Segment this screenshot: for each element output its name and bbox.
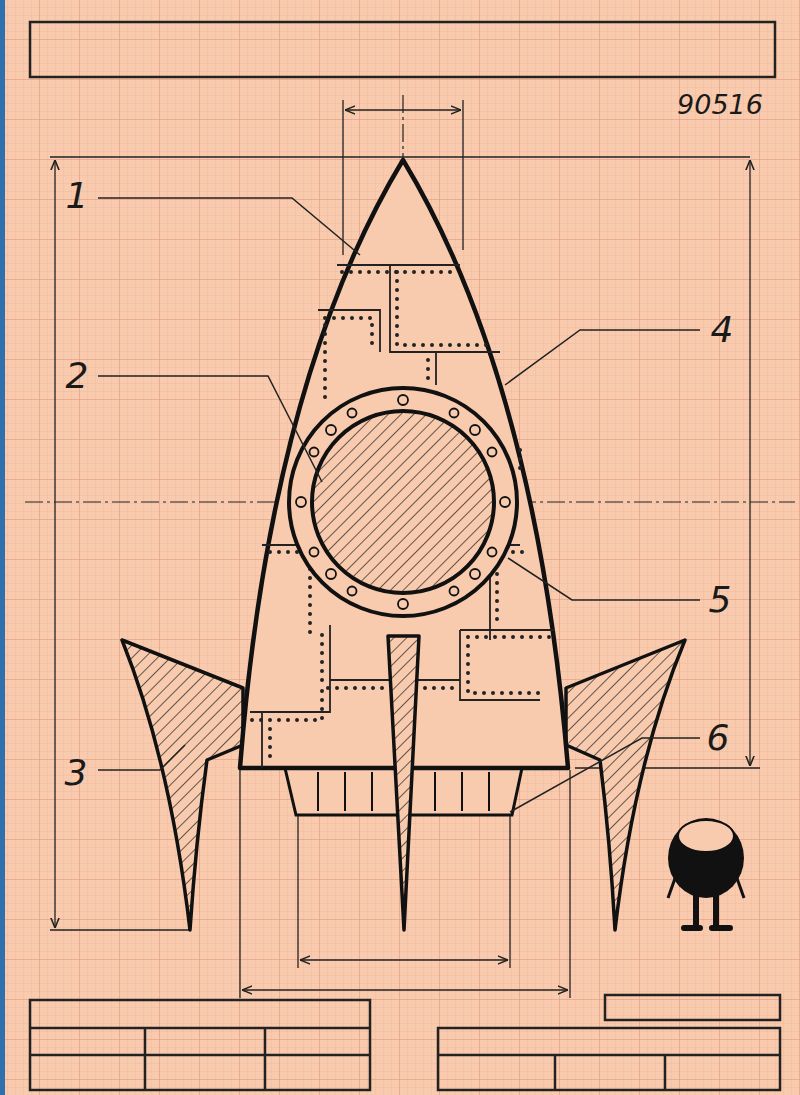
callout-number: 4 — [711, 312, 734, 348]
leader-lines — [98, 198, 700, 812]
callout-number: 5 — [709, 582, 732, 618]
title-blocks — [30, 22, 780, 1090]
callout-number: 3 — [65, 755, 88, 791]
callout-number: 6 — [707, 720, 730, 756]
center-fin — [388, 636, 419, 930]
dimension-lines — [50, 100, 760, 998]
callout-number: 2 — [66, 358, 89, 394]
drawing-number: 90516 — [677, 91, 763, 118]
porthole — [289, 388, 517, 616]
edge-strip — [0, 0, 5, 1095]
callout-number: 1 — [66, 178, 89, 214]
mascot-figure — [668, 818, 744, 928]
